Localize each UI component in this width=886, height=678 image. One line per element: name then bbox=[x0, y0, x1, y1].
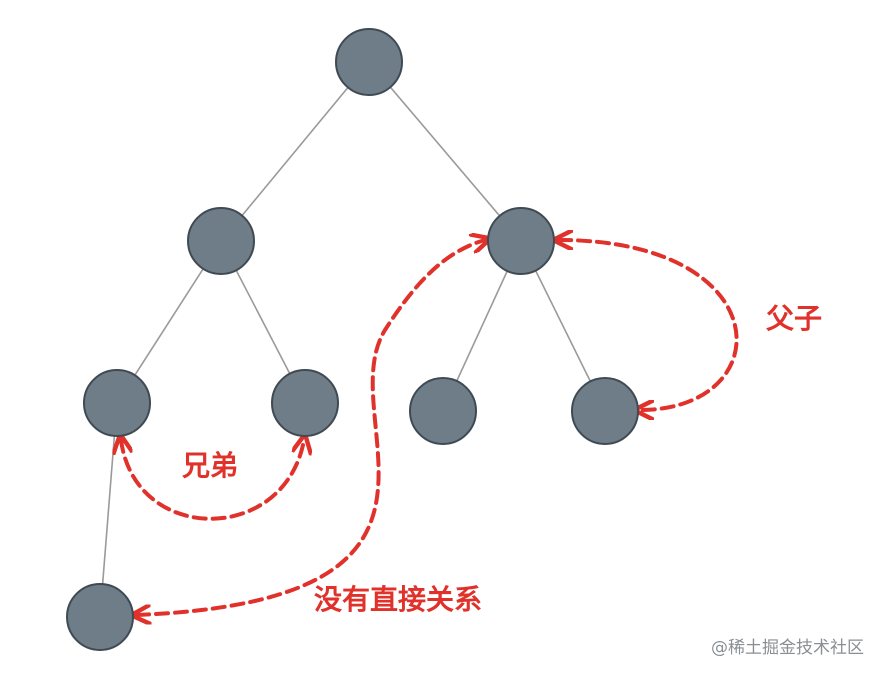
tree-nodes bbox=[66, 28, 639, 651]
node-right-child bbox=[487, 207, 555, 275]
watermark: @稀土掘金技术社区 bbox=[711, 638, 864, 658]
node-right-right-leaf bbox=[571, 377, 639, 445]
parent-child-label: 父子 bbox=[766, 302, 823, 335]
node-left-left-leaf bbox=[83, 369, 151, 437]
edge-root-left bbox=[220, 61, 370, 242]
node-root bbox=[335, 28, 403, 96]
node-left-child bbox=[187, 207, 255, 275]
node-right-left-leaf bbox=[409, 377, 477, 445]
tree-edges bbox=[99, 61, 606, 618]
node-bottom bbox=[66, 583, 134, 651]
parent-child-arrow bbox=[559, 240, 739, 410]
edge-root-right bbox=[368, 61, 522, 242]
siblings-label: 兄弟 bbox=[182, 449, 239, 482]
no-relation-arrow bbox=[137, 240, 485, 615]
relation-arrows bbox=[121, 240, 739, 615]
node-left-right-leaf bbox=[271, 369, 339, 437]
no-relation-label: 没有直接关系 bbox=[314, 583, 483, 616]
